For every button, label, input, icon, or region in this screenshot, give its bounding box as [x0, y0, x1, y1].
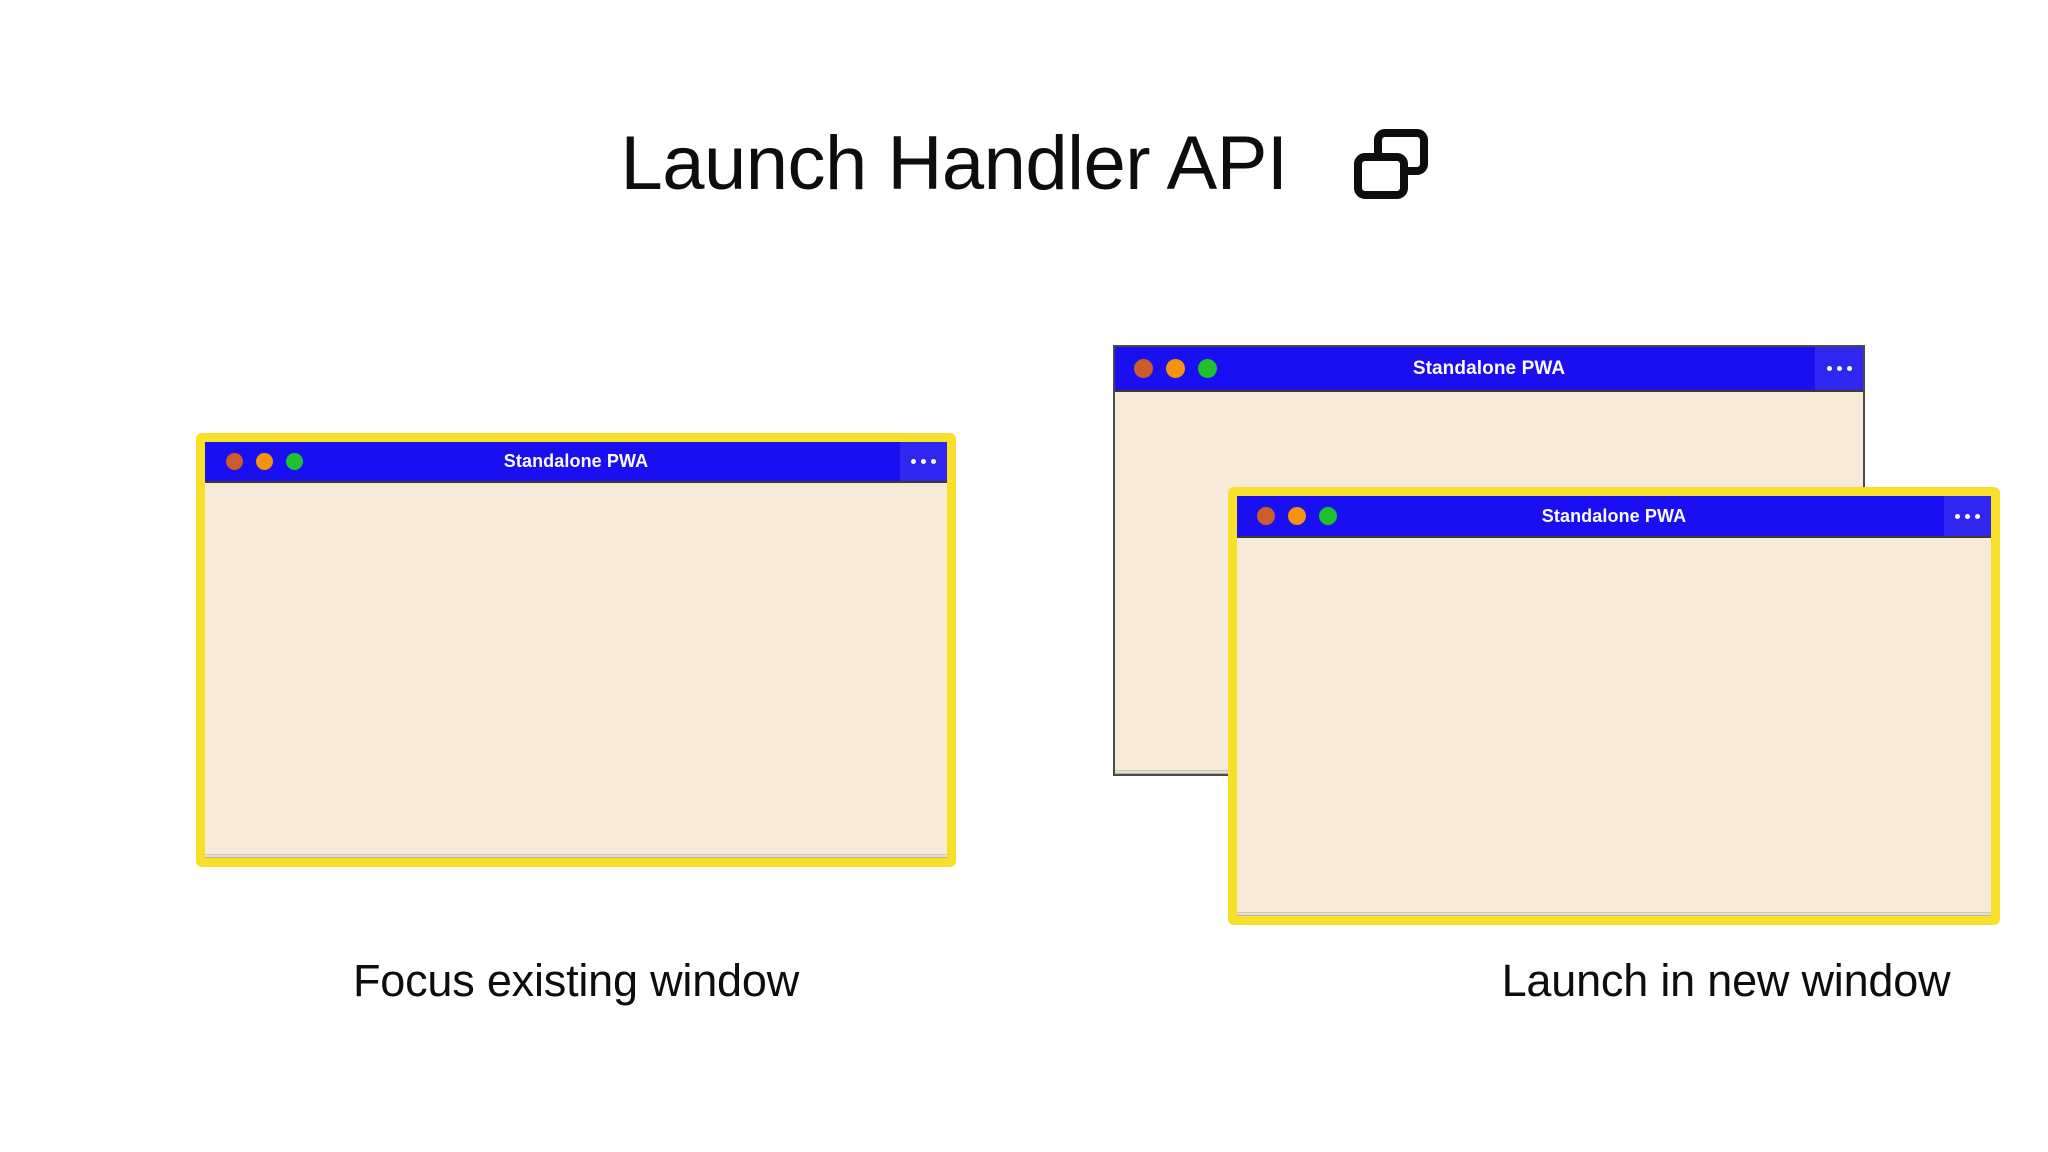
- newly-launched-window[interactable]: Standalone PWA: [1228, 487, 2000, 925]
- maximize-button-icon[interactable]: [286, 453, 303, 470]
- window-content-area: [205, 483, 947, 858]
- window-inner: Standalone PWA: [205, 442, 947, 858]
- multi-window-icon: [1353, 129, 1428, 199]
- ellipsis-icon: [1955, 513, 1980, 519]
- ellipsis-icon: [1826, 366, 1852, 371]
- close-button-icon[interactable]: [1257, 507, 1275, 525]
- ellipsis-icon: [911, 459, 936, 464]
- maximize-button-icon[interactable]: [1319, 507, 1337, 525]
- close-button-icon[interactable]: [226, 453, 243, 470]
- window-title: Standalone PWA: [1412, 357, 1566, 379]
- window-titlebar[interactable]: Standalone PWA: [1237, 496, 1991, 538]
- window-titlebar[interactable]: Standalone PWA: [1115, 347, 1863, 392]
- window-titlebar[interactable]: Standalone PWA: [205, 442, 947, 483]
- page-title: Launch Handler API: [0, 126, 2048, 202]
- window-menu-button[interactable]: [1815, 347, 1863, 390]
- window-controls: [1134, 359, 1217, 378]
- close-button-icon[interactable]: [1134, 359, 1153, 378]
- window-title: Standalone PWA: [1541, 505, 1687, 526]
- focus-existing-window[interactable]: Standalone PWA: [196, 433, 956, 867]
- minimize-button-icon[interactable]: [1166, 359, 1185, 378]
- window-inner: Standalone PWA: [1237, 496, 1991, 916]
- maximize-button-icon[interactable]: [1198, 359, 1217, 378]
- window-controls: [226, 453, 303, 470]
- window-controls: [1257, 507, 1337, 525]
- caption-launch-new: Launch in new window: [1501, 955, 1951, 1006]
- window-content-area: [1237, 538, 1991, 916]
- window-menu-button[interactable]: [1944, 496, 1991, 536]
- page-title-text: Launch Handler API: [620, 121, 1288, 206]
- minimize-button-icon[interactable]: [1288, 507, 1306, 525]
- window-menu-button[interactable]: [900, 442, 947, 481]
- caption-focus-existing: Focus existing window: [353, 955, 799, 1006]
- minimize-button-icon[interactable]: [256, 453, 273, 470]
- window-title: Standalone PWA: [503, 451, 649, 471]
